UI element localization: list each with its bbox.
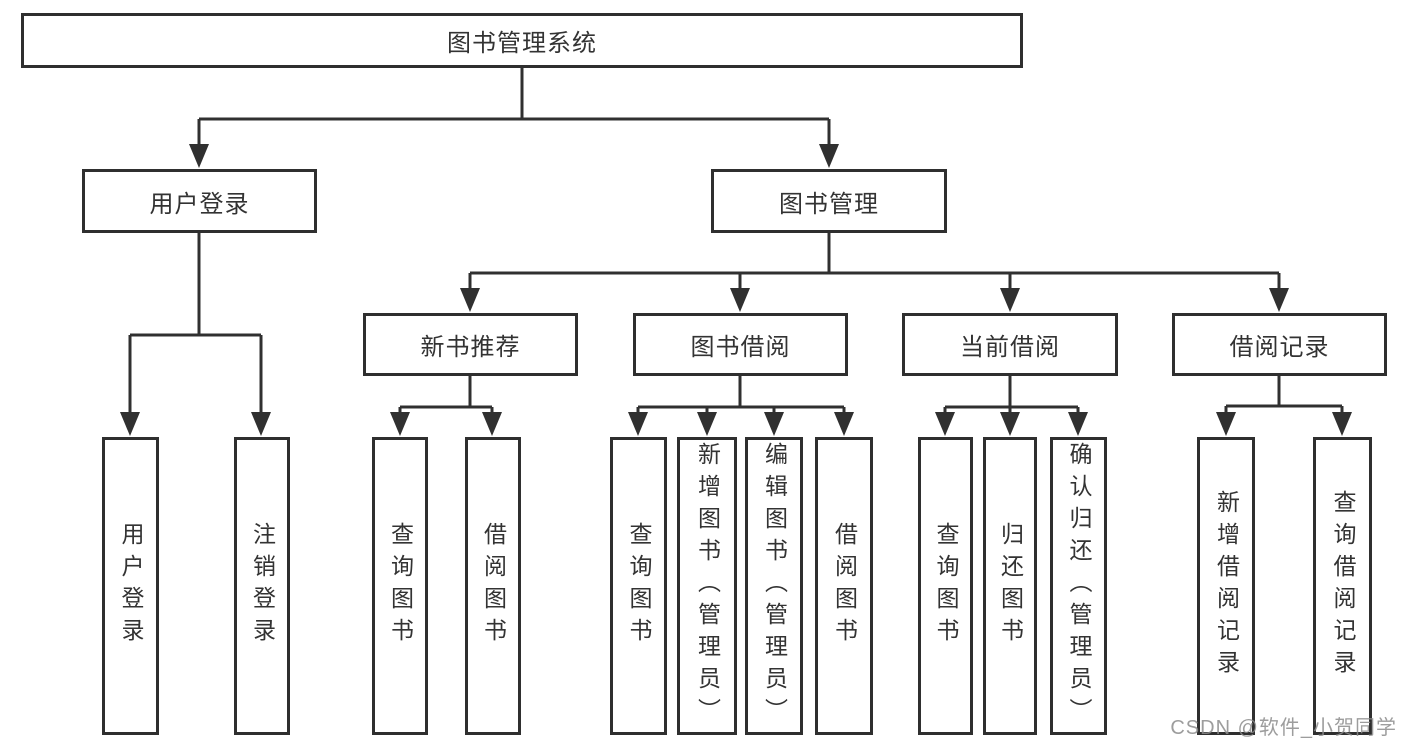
leaf-add-borrow-record: 新增借阅记录 (1197, 437, 1255, 735)
leaf-query-books-current: 查询图书 (918, 437, 973, 735)
leaf-query-books-borrowing: 查询图书 (610, 437, 667, 735)
leaf-borrow-books-recommendation: 借阅图书 (465, 437, 521, 735)
leaf-return-books: 归还图书 (983, 437, 1037, 735)
node-borrowing-records: 借阅记录 (1172, 313, 1387, 376)
node-current-borrowing: 当前借阅 (902, 313, 1118, 376)
leaf-confirm-return-admin: 确认归还（管理员） (1050, 437, 1107, 735)
leaf-edit-books-admin: 编辑图书（管理员） (745, 437, 803, 735)
csdn-watermark: CSDN @软件_小贺同学 (1170, 717, 1397, 739)
node-book-management: 图书管理 (711, 169, 947, 233)
node-book-borrowing: 图书借阅 (633, 313, 848, 376)
leaf-query-borrow-record: 查询借阅记录 (1313, 437, 1372, 735)
node-library-management-system: 图书管理系统 (21, 13, 1023, 68)
leaf-logout: 注销登录 (234, 437, 290, 735)
leaf-user-login: 用户登录 (102, 437, 159, 735)
leaf-borrow-books: 借阅图书 (815, 437, 873, 735)
node-user-login-group: 用户登录 (82, 169, 317, 233)
leaf-add-books-admin: 新增图书（管理员） (677, 437, 737, 735)
node-new-book-recommendation: 新书推荐 (363, 313, 578, 376)
leaf-query-books-recommendation: 查询图书 (372, 437, 428, 735)
